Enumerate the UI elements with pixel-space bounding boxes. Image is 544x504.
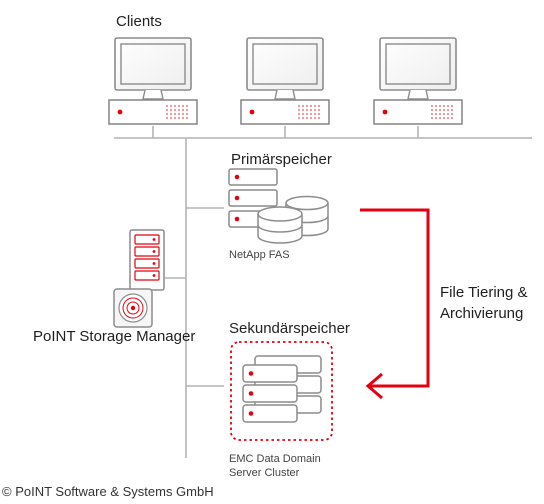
tiering-arrow <box>360 208 430 400</box>
tiering-label: File Tiering & Archivierung <box>440 282 528 324</box>
tiering-label-line2: Archivierung <box>440 305 524 322</box>
primary-storage-label: Primärspeicher <box>231 151 332 168</box>
client-computer-2 <box>240 37 330 125</box>
clients-label: Clients <box>116 13 162 30</box>
secondary-storage-drives-front <box>242 364 298 423</box>
secondary-storage-cluster-border <box>230 341 333 441</box>
storage-manager-label: PoINT Storage Manager <box>33 328 196 345</box>
secondary-system-label: EMC Data Domain Server Cluster <box>229 452 321 480</box>
tiering-label-line1: File Tiering & <box>440 284 528 301</box>
client-computer-1 <box>108 37 198 125</box>
storage-manager-server <box>129 229 165 291</box>
primary-system-label: NetApp FAS <box>229 249 290 261</box>
secondary-storage-label: Sekundärspeicher <box>229 320 350 337</box>
secondary-system-label-line2: Server Cluster <box>229 467 300 479</box>
primary-storage-disks <box>257 195 329 244</box>
network-lines <box>114 126 532 458</box>
client-computer-3 <box>373 37 463 125</box>
secondary-system-label-line1: EMC Data Domain <box>229 453 321 465</box>
storage-manager-disk-icon <box>113 288 153 328</box>
copyright-notice: © PoINT Software & Systems GmbH <box>2 484 214 499</box>
